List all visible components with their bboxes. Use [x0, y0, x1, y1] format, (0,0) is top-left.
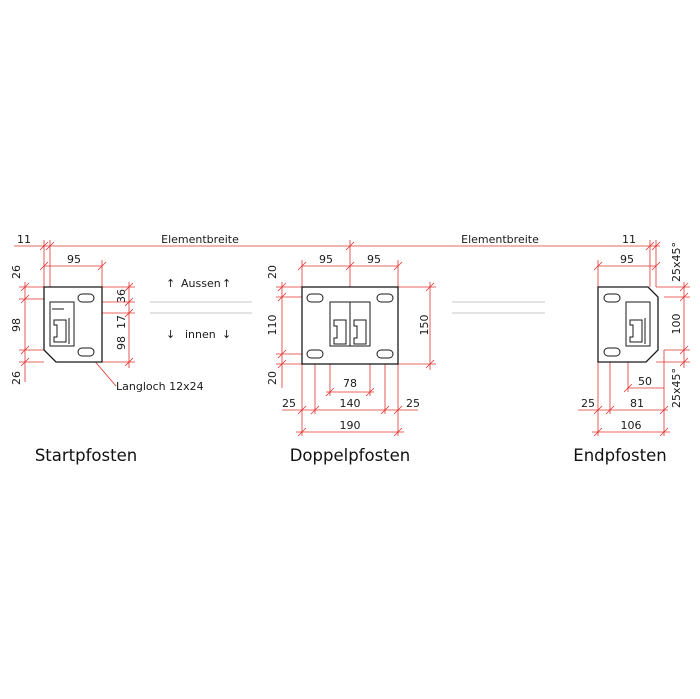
end-post-plate	[597, 286, 659, 363]
arrow-down-left-icon: ↓	[166, 328, 175, 341]
start-post-dimension-lines	[19, 260, 135, 387]
start-post-width: 95	[67, 253, 81, 266]
slotted-hole-bottom	[603, 347, 621, 357]
end-post-height: 100	[670, 314, 683, 335]
double-post-right-edge: 25	[406, 397, 420, 410]
arrow-up-right-icon: ↑	[222, 277, 231, 290]
end-post-chamfer-top: 25x45°	[670, 242, 683, 282]
start-post-slotted-holes	[77, 293, 95, 357]
top-right-offset: 11	[622, 233, 636, 246]
double-post-hole-spacing: 110	[266, 315, 279, 336]
start-post: 95 26 98 26 36 17 98 Langloch 12x24 Star…	[10, 253, 204, 465]
end-post-dimension-lines	[578, 260, 690, 437]
double-post-profile-gap: 78	[343, 377, 357, 390]
double-post-profiles	[329, 301, 371, 347]
end-post-total-width: 106	[621, 419, 642, 432]
start-post-slot-top: 36	[115, 289, 128, 303]
end-post-left-edge: 25	[581, 397, 595, 410]
slotted-hole-bottom	[77, 347, 95, 357]
start-post-plate	[43, 286, 103, 363]
start-post-bottom-margin: 26	[10, 371, 23, 385]
double-post-hole-width: 140	[340, 397, 361, 410]
end-post-caption: Endpfosten	[573, 446, 666, 465]
end-post-hole-width: 81	[630, 397, 644, 410]
element-width-right-label: Elementbreite	[461, 233, 539, 246]
arrow-down-right-icon: ↓	[222, 328, 231, 341]
end-post-profile	[625, 301, 651, 347]
start-post-top-margin: 26	[10, 265, 23, 279]
start-post-slot-label: Langloch 12x24	[116, 380, 204, 393]
start-post-slot-mid: 17	[115, 315, 128, 329]
end-post-chamfer-bottom: 25x45°	[670, 368, 683, 408]
double-post-half-width-left: 95	[319, 253, 333, 266]
start-post-profile	[49, 301, 75, 347]
start-post-slot-height: 98	[115, 336, 128, 350]
double-post-total-width: 190	[340, 419, 361, 432]
outside-label: Aussen	[181, 277, 221, 290]
slotted-hole-bottom-right	[376, 349, 394, 359]
inside-label: innen	[185, 328, 216, 341]
double-post: 95 95 20 110 20 150 78 25 140 25 190 Dop…	[266, 253, 436, 465]
double-post-half-width-right: 95	[367, 253, 381, 266]
end-post-slotted-holes	[603, 293, 621, 357]
start-post-height: 98	[10, 318, 23, 332]
slotted-hole-top-right	[376, 293, 394, 303]
double-post-left-edge: 25	[282, 397, 296, 410]
element-width-left-label: Elementbreite	[161, 233, 239, 246]
top-left-offset: 11	[17, 233, 31, 246]
orientation-labels: ↑ Aussen ↑ ↓ innen ↓	[166, 277, 231, 341]
start-post-caption: Startpfosten	[35, 446, 137, 465]
double-post-top-margin: 20	[266, 265, 279, 279]
double-post-height: 150	[418, 315, 431, 336]
double-post-bottom-margin: 20	[266, 371, 279, 385]
rails	[150, 301, 545, 314]
top-dimension-line	[14, 240, 661, 298]
double-post-caption: Doppelpfosten	[290, 446, 411, 465]
end-post-inner-offset: 50	[638, 375, 652, 388]
slotted-hole-bottom-left	[306, 349, 324, 359]
double-post-slotted-holes	[306, 293, 394, 359]
end-post-width: 95	[620, 253, 634, 266]
end-post: 95 25x45° 100 25x45° 50 25 81 106 Endpfo…	[573, 242, 690, 465]
arrow-up-left-icon: ↑	[166, 277, 175, 290]
slotted-hole-top	[603, 293, 621, 303]
slotted-hole-top	[77, 293, 95, 303]
double-post-dimension-lines	[276, 260, 436, 437]
slotted-hole-top-left	[306, 293, 324, 303]
